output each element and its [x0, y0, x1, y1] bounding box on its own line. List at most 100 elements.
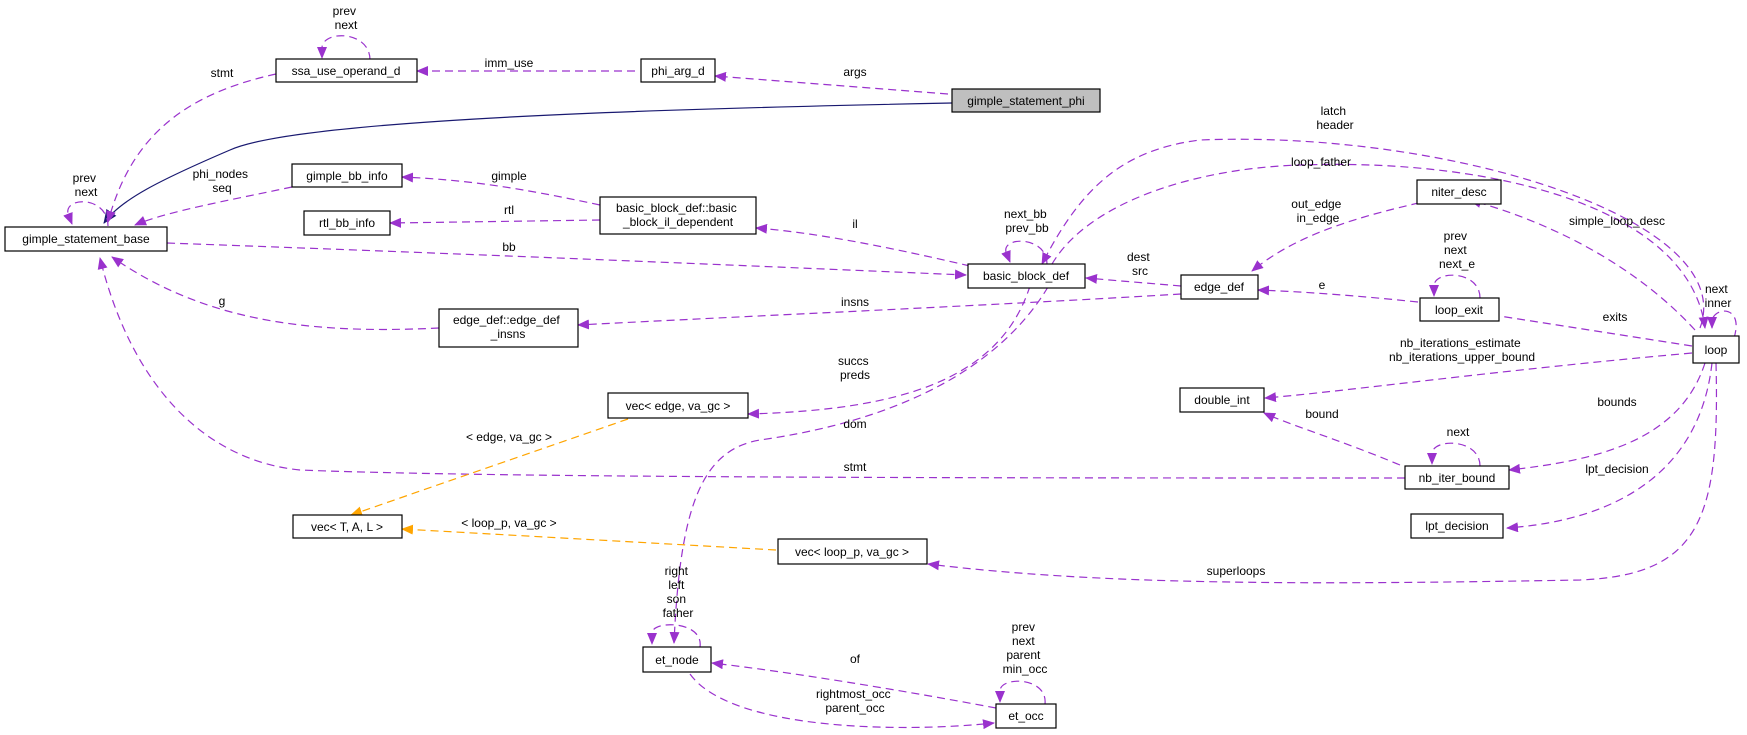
node-loop-exit[interactable]: loop_exit — [1419, 297, 1500, 322]
edge-label-phi-nodes: phi_nodes seq — [193, 167, 252, 195]
edge-label-simple-loop-desc: simple_loop_desc — [1569, 214, 1665, 228]
node-edge-def[interactable]: edge_def — [1180, 274, 1259, 300]
svg-text:gimple_statement_phi: gimple_statement_phi — [967, 94, 1084, 108]
svg-text:loop: loop — [1705, 343, 1728, 357]
edge-bb — [166, 242, 967, 280]
edge-label-gimple: gimple — [491, 169, 527, 183]
edge-label-base-self: prev next — [73, 171, 100, 199]
edge-occ — [689, 673, 995, 730]
node-vec-t[interactable]: vec< T, A, L > — [292, 514, 403, 539]
edge-label-il: il — [852, 217, 857, 231]
edge-tmpl-loop-p — [401, 524, 777, 551]
svg-text:edge_def::edge_def _in: edge_def::edge_def _insns — [453, 313, 563, 341]
node-basic-block-def[interactable]: basic_block_def — [967, 263, 1086, 289]
edge-stmt-ssa — [106, 73, 277, 223]
edge-ssa-self — [317, 35, 371, 61]
edge-label-out-in-edge: out_edge in_edge — [1291, 197, 1344, 225]
edge-label-tmpl-edge: < edge, va_gc > — [466, 430, 552, 444]
nodes: gimple_statement_phi phi_arg_d ssa_use_o… — [4, 58, 1740, 729]
svg-text:basic_block_def: basic_block_def — [983, 269, 1070, 283]
edge-args — [714, 71, 949, 95]
node-lpt-decision[interactable]: lpt_decision — [1410, 513, 1504, 539]
svg-text:et_occ: et_occ — [1008, 709, 1043, 723]
edge-superloops — [927, 362, 1718, 584]
node-niter-desc[interactable]: niter_desc — [1416, 179, 1502, 205]
node-gimple-statement-base[interactable]: gimple_statement_base — [4, 226, 168, 252]
edge-succs-preds — [747, 285, 1031, 419]
node-ssa-use-operand-d[interactable]: ssa_use_operand_d — [275, 58, 418, 83]
edge-et-occ-self — [995, 680, 1046, 705]
edge-lpt-decision — [1506, 362, 1713, 533]
edge-label-insns: insns — [841, 295, 869, 309]
edge-label-imm-use: imm_use — [485, 56, 534, 70]
edge-label-nb-iter-self: next — [1447, 425, 1470, 439]
edge-insns — [577, 293, 1182, 330]
edge-label-ssa-self: prev next — [333, 4, 360, 32]
node-vec-loop-p[interactable]: vec< loop_p, va_gc > — [777, 538, 928, 565]
edge-bounds — [1508, 362, 1706, 474]
svg-text:vec< T, A, L >: vec< T, A, L > — [311, 520, 383, 534]
edge-phi-nodes — [134, 186, 293, 226]
node-edge-def-insns[interactable]: edge_def::edge_def _insns — [438, 308, 579, 348]
edge-latch-header — [1041, 138, 1705, 329]
edge-label-g: g — [219, 294, 226, 308]
edge-label-bbdef-self: next_bb prev_bb — [1004, 207, 1050, 235]
svg-text:gimple_statement_base: gimple_statement_base — [22, 232, 150, 246]
svg-text:niter_desc: niter_desc — [1431, 185, 1486, 199]
edge-base-self — [63, 201, 109, 227]
edge-label-latch-header: latch header — [1316, 104, 1353, 132]
edge-nb-iterations — [1264, 352, 1693, 403]
edge-dest-src — [1085, 273, 1182, 287]
svg-text:edge_def: edge_def — [1194, 280, 1245, 294]
node-vec-edge[interactable]: vec< edge, va_gc > — [607, 392, 749, 419]
edge-label-dest-src: dest src — [1127, 250, 1153, 278]
edge-label-et-occ-self: prev next parent min_occ — [1003, 620, 1048, 676]
node-et-occ[interactable]: et_occ — [995, 703, 1057, 729]
edge-nb-iter-self — [1427, 442, 1481, 467]
edge-loop-exit-self — [1429, 274, 1481, 299]
edge-label-loop-exit-self: prev next next_e — [1439, 229, 1475, 271]
svg-text:et_node: et_node — [655, 653, 699, 667]
edge-bound — [1263, 412, 1401, 466]
node-gimple-bb-info[interactable]: gimple_bb_info — [291, 163, 403, 188]
edge-label-superloops: superloops — [1207, 564, 1266, 578]
edge-of — [711, 659, 997, 709]
svg-text:vec< loop_p, va_gc >: vec< loop_p, va_gc > — [795, 545, 909, 559]
edge-label-succs-preds: succs preds — [838, 354, 872, 382]
svg-text:ssa_use_operand_d: ssa_use_operand_d — [292, 64, 401, 78]
edge-label-of: of — [850, 652, 861, 666]
edge-tmpl-edge — [350, 418, 629, 517]
edge-label-bounds: bounds — [1597, 395, 1636, 409]
node-gimple-statement-phi[interactable]: gimple_statement_phi — [951, 88, 1101, 113]
edge-label-lpt-decision: lpt_decision — [1585, 462, 1648, 476]
node-rtl-bb-info[interactable]: rtl_bb_info — [303, 210, 391, 236]
edge-label-dom: dom — [843, 417, 866, 431]
edge-label-loop-self: next inner — [1705, 282, 1732, 310]
node-nb-iter-bound[interactable]: nb_iter_bound — [1404, 465, 1510, 490]
edge-loop-father — [1051, 163, 1709, 329]
edge-label-exits: exits — [1603, 310, 1628, 324]
edge-label-et-node-self: right left son father — [663, 564, 694, 620]
svg-text:loop_exit: loop_exit — [1435, 303, 1484, 317]
node-double-int[interactable]: double_int — [1179, 387, 1265, 413]
edge-rtl — [389, 217, 601, 228]
edge-label-occ: rightmost_occ parent_occ — [816, 687, 894, 715]
svg-text:nb_iter_bound: nb_iter_bound — [1419, 471, 1496, 485]
edge-label-nb-iterations: nb_iterations_estimate nb_iterations_upp… — [1389, 336, 1535, 364]
svg-text:double_int: double_int — [1194, 393, 1250, 407]
node-phi-arg-d[interactable]: phi_arg_d — [640, 58, 716, 83]
edge-label-e: e — [1319, 278, 1326, 292]
svg-text:rtl_bb_info: rtl_bb_info — [319, 216, 375, 230]
node-et-node[interactable]: et_node — [642, 646, 712, 673]
svg-text:phi_arg_d: phi_arg_d — [651, 64, 704, 78]
edge-label-stmt-ssa: stmt — [211, 66, 234, 80]
edge-label-args: args — [843, 65, 866, 79]
edge-bbdef-self — [1001, 240, 1048, 265]
svg-text:basic_block_def::basic: basic_block_def::basic _block_il_depende… — [616, 201, 740, 229]
node-basic-block-il-dependent[interactable]: basic_block_def::basic _block_il_depende… — [599, 196, 757, 235]
edge-g — [111, 256, 440, 331]
edge-out-in-edge — [1251, 199, 1433, 272]
node-loop[interactable]: loop — [1692, 335, 1740, 364]
svg-text:lpt_decision: lpt_decision — [1425, 519, 1488, 533]
